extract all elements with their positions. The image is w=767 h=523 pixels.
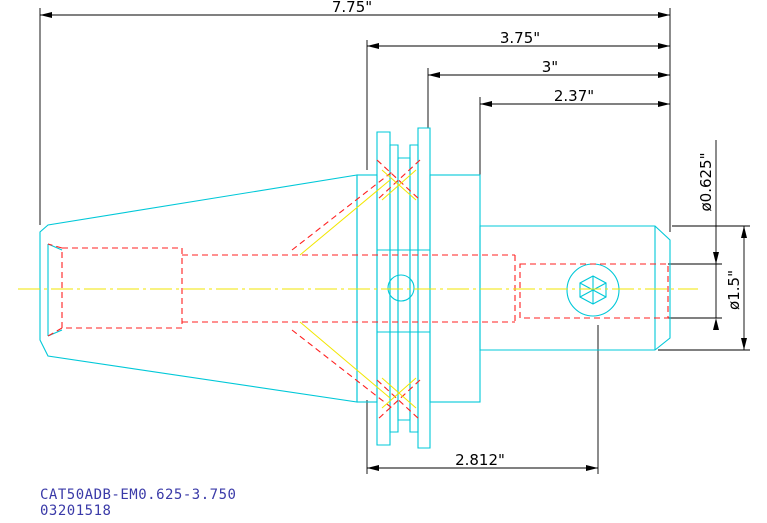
holder-outline [39, 127, 671, 449]
tool-bore [519, 263, 669, 319]
dim-text-shank-diameter: ø1.5" [725, 270, 743, 310]
hidden-lines [47, 159, 669, 421]
dim-text-bore-diameter: ø0.625" [697, 152, 715, 211]
dim-text-flange-length: 3.75" [500, 29, 540, 47]
flange-left-ring [376, 131, 391, 446]
dimension-lines [39, 8, 750, 474]
pull-stud-bore [61, 247, 183, 329]
part-code: 03201518 [40, 503, 112, 519]
dim-text-screw-position: 2.812" [455, 451, 505, 469]
dim-text-overall-length: 7.75" [332, 0, 372, 16]
dim-text-shank-projection: 2.37" [554, 87, 594, 105]
flange-right-ring [417, 127, 431, 449]
centerlines [18, 169, 698, 409]
part-number: CAT50ADB-EM0.625-3.750 [40, 487, 237, 503]
dim-text-body-length: 3" [542, 58, 558, 76]
holder-shank [479, 225, 671, 351]
cross-hole [387, 274, 415, 302]
